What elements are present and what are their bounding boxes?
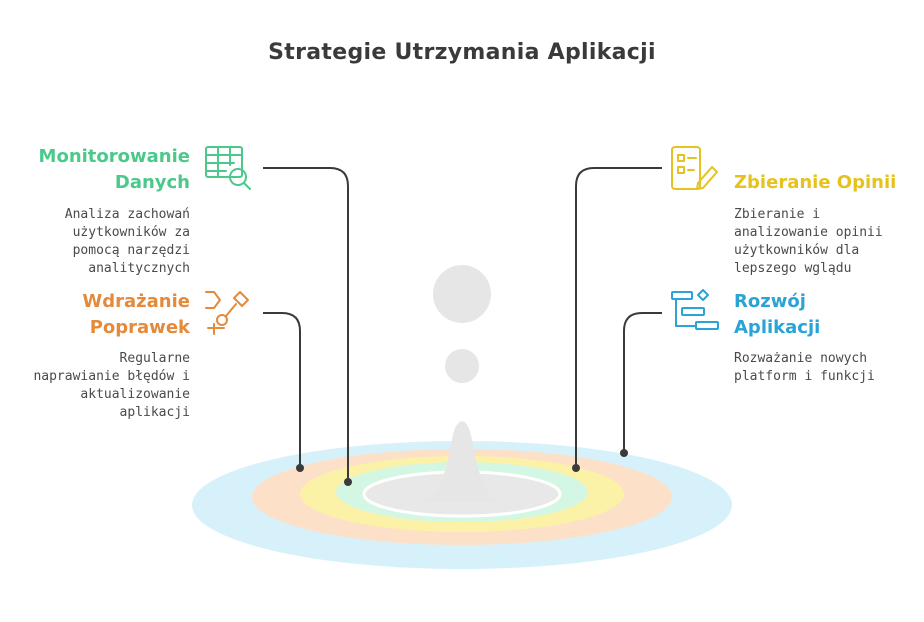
connector-wdrazanie bbox=[263, 312, 301, 468]
desc-monitorowanie: Analiza zachowań użytkowników za pomocą … bbox=[64, 207, 190, 276]
desc-wdrazanie: Regularne naprawianie błędów i aktualizo… bbox=[33, 351, 190, 420]
connector-dot-rozwoj bbox=[620, 449, 628, 457]
desc-rozwoj: Rozważanie nowych platform i funkcji bbox=[734, 351, 875, 384]
heading-rozwoj: Rozwój Aplikacji bbox=[734, 291, 821, 338]
splash-peak bbox=[420, 421, 504, 502]
desc-zbieranie: Zbieranie i analizowanie opinii użytkown… bbox=[734, 207, 883, 276]
connector-dot-monitorowanie bbox=[344, 478, 352, 486]
connector-rozwoj bbox=[623, 312, 662, 453]
connector-dot-zbieranie bbox=[572, 464, 580, 472]
connector-zbieranie bbox=[575, 167, 662, 468]
tools-icon bbox=[205, 291, 249, 335]
checklist-pencil-icon bbox=[671, 146, 718, 190]
heading-wdrazanie: Wdrażanie Poprawek bbox=[82, 291, 190, 338]
heading-zbieranie: Zbieranie Opinii bbox=[734, 172, 897, 193]
drop-small bbox=[445, 349, 479, 383]
heading-monitorowanie: Monitorowanie Danych bbox=[38, 146, 190, 193]
drop-large bbox=[433, 265, 491, 323]
diagram-title: Strategie Utrzymania Aplikacji bbox=[268, 40, 656, 65]
table-search-icon bbox=[205, 146, 251, 190]
gantt-icon bbox=[671, 289, 719, 330]
connector-monitorowanie bbox=[263, 167, 349, 482]
connector-dot-wdrazanie bbox=[296, 464, 304, 472]
